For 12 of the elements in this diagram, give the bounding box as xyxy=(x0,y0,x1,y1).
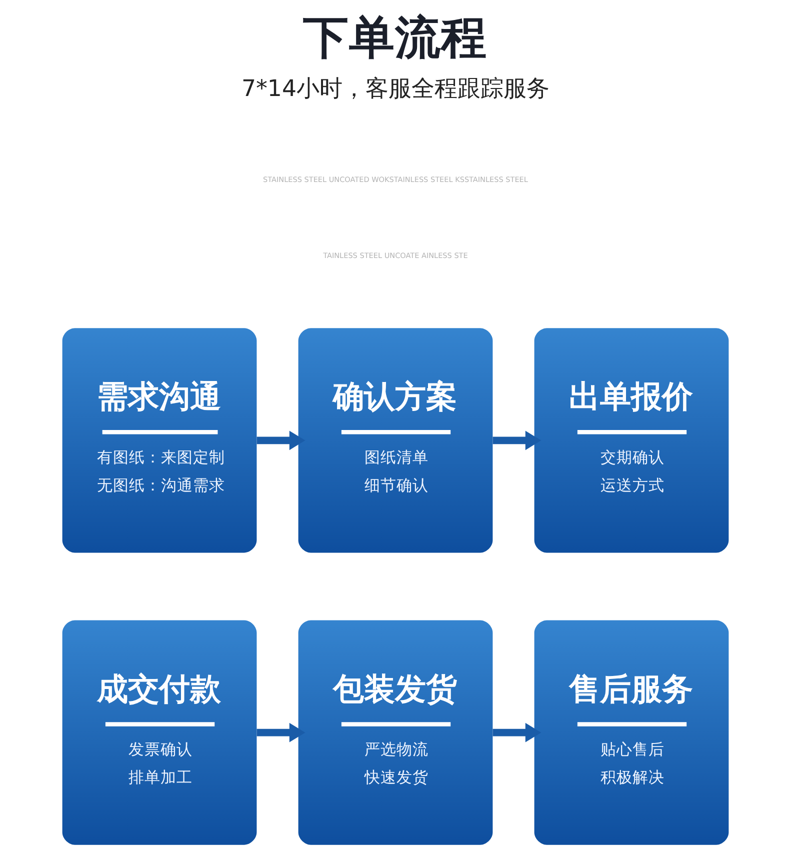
node-box: 需求沟通 有图纸：来图定制 无图纸：沟通需求 xyxy=(62,328,256,552)
node-box: 出单报价 交期确认 运送方式 xyxy=(534,328,728,552)
arrow xyxy=(256,722,305,742)
node-box: 成交付款 发票确认 排单加工 xyxy=(62,620,256,844)
arrow xyxy=(256,430,305,450)
label: 7*14小时，客服全程跟踪服务 xyxy=(240,75,550,102)
arrow xyxy=(492,722,541,742)
node-box: 确认方案 图纸清单 细节确认 xyxy=(298,328,492,552)
arrow xyxy=(492,430,541,450)
diagram-title: 下单流程 xyxy=(302,10,486,64)
node-box: 售后服务 贴心售后 积极解决 xyxy=(534,620,728,844)
node-box: 包装发货 严选物流 快速发货 xyxy=(298,620,492,844)
